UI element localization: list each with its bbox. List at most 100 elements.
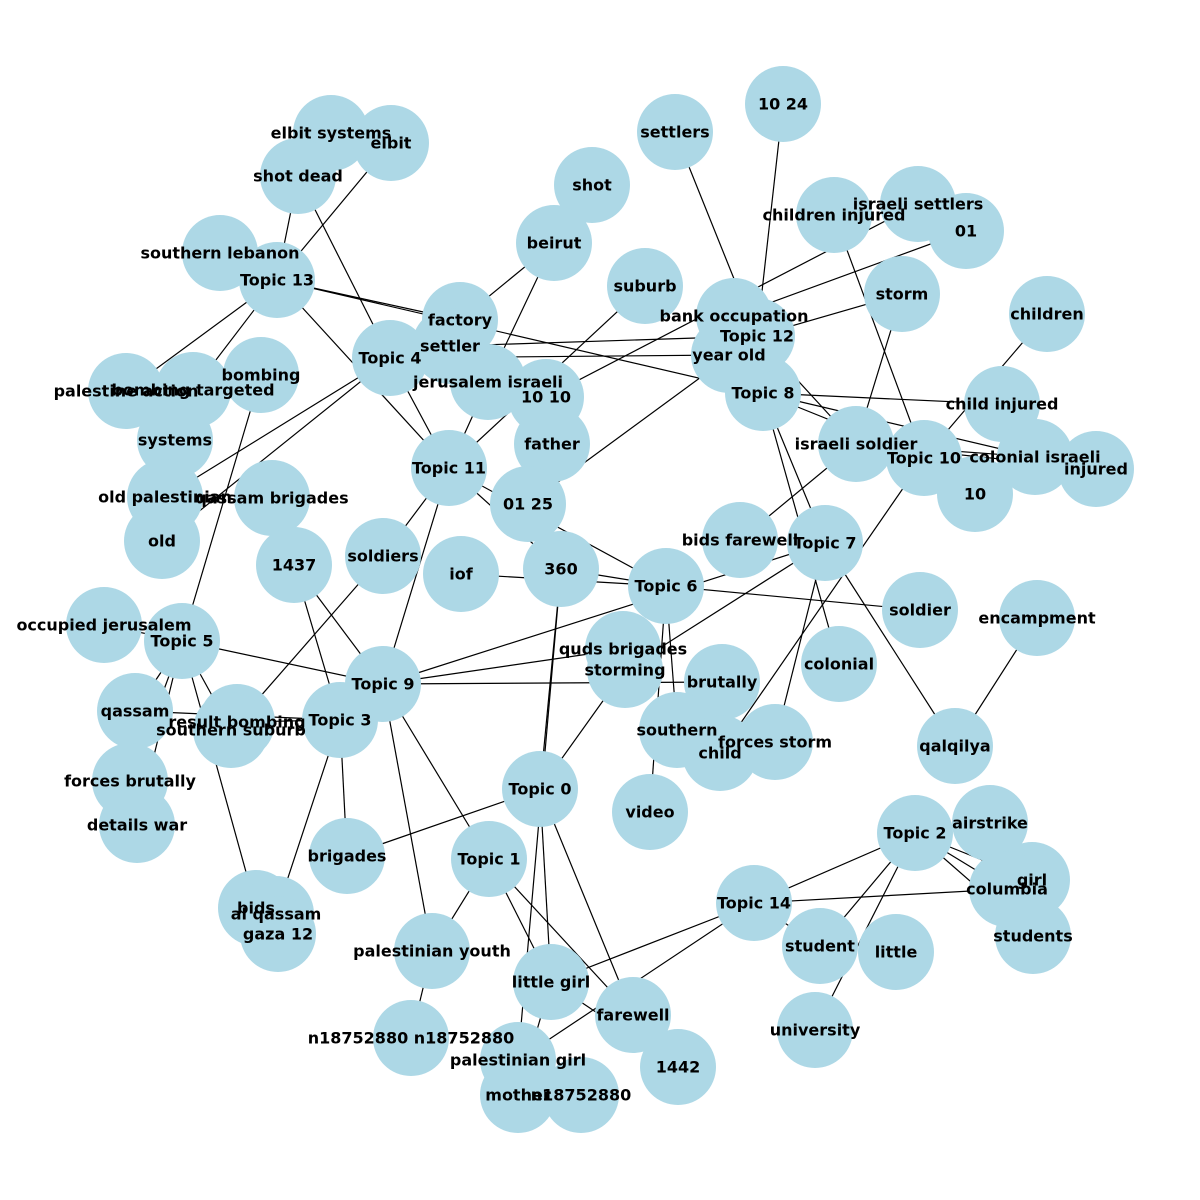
- node-circle: [995, 898, 1071, 974]
- node-label-children-injured: children injured: [763, 206, 906, 225]
- node-label-topic-14: Topic 14: [717, 894, 791, 913]
- node-storming: [587, 632, 663, 708]
- node-label-palestinian-girl: palestinian girl: [450, 1051, 586, 1070]
- node-label-colonial: colonial: [804, 655, 874, 674]
- node-colonial: [801, 626, 877, 702]
- node-circle: [373, 1000, 449, 1076]
- edge-topic-13-to-topic-8: [276, 279, 764, 394]
- node-circle: [1058, 431, 1134, 507]
- node-circle: [777, 992, 853, 1068]
- node-topic-1: [451, 821, 527, 897]
- node-circle: [858, 914, 934, 990]
- node-topic-7: [787, 505, 863, 581]
- node-circle: [97, 673, 173, 749]
- node-01-25: [490, 466, 566, 542]
- edge-topic-10-to-child: [719, 457, 925, 754]
- node-circle: [239, 242, 315, 318]
- node-little: [858, 914, 934, 990]
- node-circle: [490, 466, 566, 542]
- node-label-shot: shot: [572, 176, 612, 195]
- edge-children-injured-to-topic-10: [833, 214, 925, 459]
- node-circle: [928, 193, 1004, 269]
- node-n18752880-n18752880: [373, 1000, 449, 1076]
- node-qalqilya: [917, 708, 993, 784]
- node-circle: [917, 708, 993, 784]
- node-label-elbit-systems: elbit systems: [271, 124, 392, 143]
- node-circle: [523, 531, 599, 607]
- node-circle: [543, 1057, 619, 1133]
- node-label-01-25: 01 25: [503, 495, 553, 514]
- edge-topic-14-to-columbia: [753, 888, 1008, 904]
- node-10: [937, 456, 1013, 532]
- node-bombing: [223, 337, 299, 413]
- node-label-topic-5: Topic 5: [151, 632, 214, 651]
- node-label-forces-storm: forces storm: [718, 733, 832, 752]
- node-topic-4: [352, 320, 428, 396]
- node-circle: [423, 536, 499, 612]
- node-topic-14: [716, 865, 792, 941]
- node-soldiers: [345, 518, 421, 594]
- node-label-palestinian-youth: palestinian youth: [353, 942, 511, 961]
- edge-topic-4-to-old-palestinian: [164, 357, 391, 498]
- node-label-quds-brigades: quds brigades: [559, 640, 687, 659]
- node-label-israeli-settlers: israeli settlers: [853, 195, 984, 214]
- node-label-little: little: [875, 943, 918, 962]
- node-circle: [702, 502, 778, 578]
- node-circle: [716, 865, 792, 941]
- node-systems: [137, 402, 213, 478]
- node-circle: [411, 430, 487, 506]
- node-israeli-soldier: [818, 406, 894, 482]
- node-label-injured: injured: [1064, 460, 1128, 479]
- node-label-southern-suburb: southern suburb: [156, 721, 306, 740]
- node-circle: [513, 944, 589, 1020]
- node-label-shot-dead: shot dead: [253, 167, 343, 186]
- node-circle: [514, 406, 590, 482]
- node-settlers: [637, 94, 713, 170]
- edge-topic-9-to-quds-brigades: [382, 648, 624, 685]
- node-bids-farewell: [702, 502, 778, 578]
- node-father: [514, 406, 590, 482]
- node-label-topic-7: Topic 7: [794, 534, 857, 553]
- node-circle: [193, 692, 269, 768]
- node-farewell: [595, 977, 671, 1053]
- node-qassam-brigades: [234, 460, 310, 536]
- edge-topic-0-to-farewell: [539, 788, 634, 1016]
- node-circle: [345, 518, 421, 594]
- node-label-qalqilya: qalqilya: [919, 737, 990, 756]
- node-circle: [877, 795, 953, 871]
- node-label-360: 360: [544, 560, 577, 579]
- node-circle: [480, 1057, 556, 1133]
- node-topic-9: [345, 646, 421, 722]
- node-little-girl: [513, 944, 589, 1020]
- node-mother: [480, 1057, 556, 1133]
- node-circle: [554, 147, 630, 223]
- node-label-israeli-soldier: israeli soldier: [795, 435, 918, 454]
- node-jerusalem-israeli: [450, 344, 526, 420]
- node-label-01: 01: [955, 222, 977, 241]
- node-label-topic-11: Topic 11: [412, 459, 486, 478]
- node-circle: [124, 503, 200, 579]
- node-label-10: 10: [964, 485, 986, 504]
- edge-topic-8-to-child-injured: [762, 392, 1003, 405]
- node-label-encampment: encampment: [978, 609, 1096, 628]
- node-label-gaza-12: gaza 12: [243, 925, 313, 944]
- node-circle: [88, 353, 164, 429]
- node-circle: [516, 205, 592, 281]
- node-circle: [818, 406, 894, 482]
- node-circle: [451, 821, 527, 897]
- node-children: [1009, 276, 1085, 352]
- node-old: [124, 503, 200, 579]
- node-shot-dead: [260, 138, 336, 214]
- node-student: [782, 908, 858, 984]
- edge-topic-5-to-bombing: [181, 374, 262, 642]
- node-label-qassam: qassam: [101, 702, 170, 721]
- node-circle: [999, 580, 1075, 656]
- node-circle: [587, 632, 663, 708]
- node-label-10-24: 10 24: [758, 95, 808, 114]
- node-soldier: [882, 572, 958, 648]
- node-label-bids: bids: [237, 899, 275, 918]
- node-circle: [796, 177, 872, 253]
- node-label-n18752880-n18752880: n18752880 n18752880: [308, 1029, 514, 1048]
